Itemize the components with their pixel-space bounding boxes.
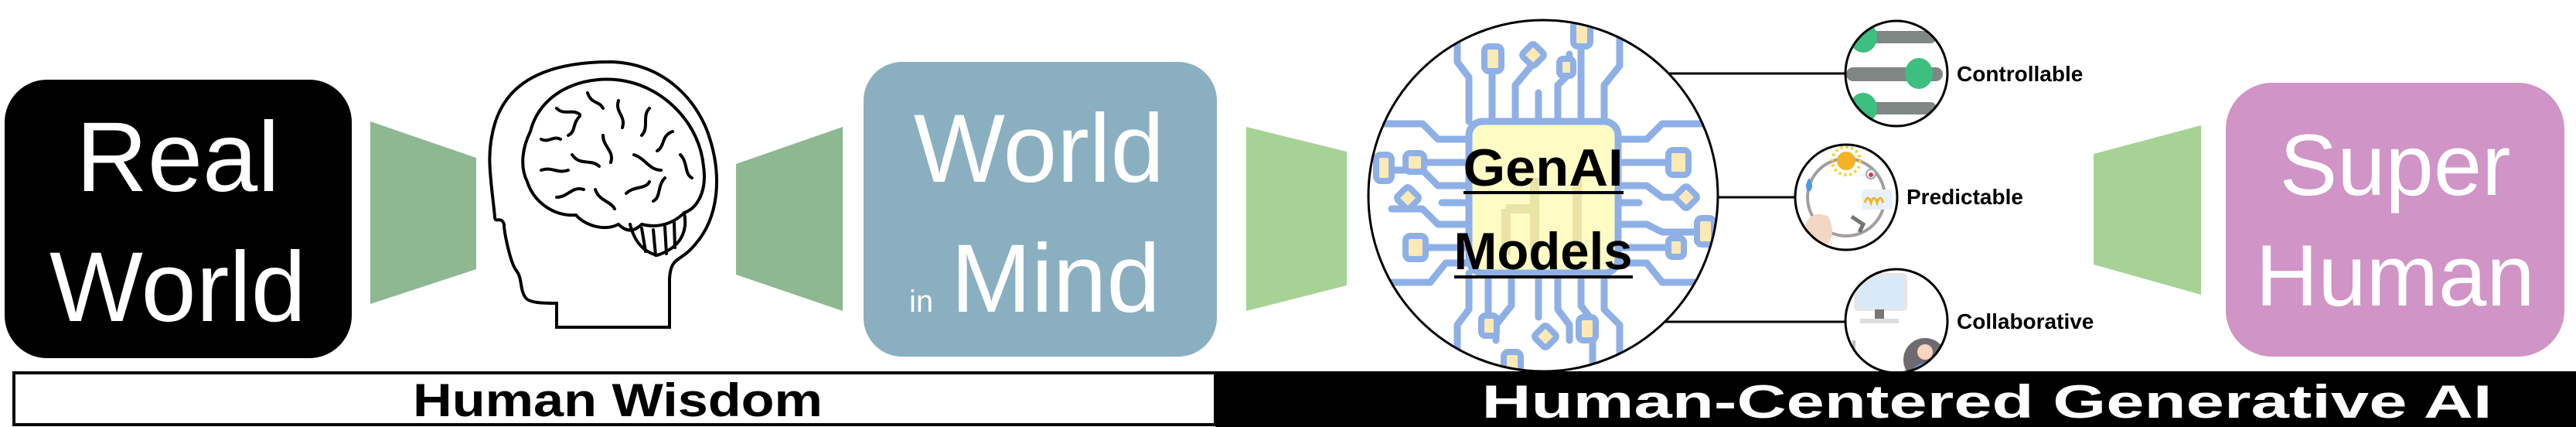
human-centered-genai-bar: Human-Centered Generative AI xyxy=(1215,371,2576,427)
real-world-box: Real World xyxy=(5,80,352,358)
property-collaborative: Collaborative xyxy=(1844,268,2094,374)
real-world-line1: Real xyxy=(76,102,279,213)
property-predictable: Predictable xyxy=(1794,143,2023,251)
human-wisdom-bar: Human Wisdom xyxy=(12,371,1217,426)
predictable-label: Predictable xyxy=(1906,185,2023,209)
circuit-icon xyxy=(1372,20,1717,371)
arrow-trapezoid-4 xyxy=(2094,125,2201,295)
world-in-mind-line1: World xyxy=(914,95,1164,203)
genai-label: GenAI xyxy=(1463,138,1624,197)
real-world-line2: World xyxy=(49,232,306,343)
arrow-trapezoid-2 xyxy=(736,127,843,311)
forecast-cycle-icon xyxy=(1805,145,1893,244)
controllable-label: Controllable xyxy=(1957,62,2083,86)
world-in-mind-box: World in Mind xyxy=(864,62,1217,357)
genai-models-circle: GenAI Models xyxy=(1367,19,1719,373)
super-human-line2: Human xyxy=(2255,227,2534,324)
super-human-line1: Super xyxy=(2280,117,2511,214)
arrow-trapezoid-3 xyxy=(1246,127,1347,311)
human-head-brain-icon xyxy=(488,60,718,329)
world-in-mind-small: in xyxy=(909,285,933,319)
human-wisdom-label: Human Wisdom xyxy=(413,374,823,426)
collaborative-label: Collaborative xyxy=(1957,309,2094,333)
slider-controls-icon xyxy=(1846,22,1943,124)
super-human-box: Super Human xyxy=(2226,83,2564,357)
models-label: Models xyxy=(1454,222,1633,281)
arrow-trapezoid-1 xyxy=(370,121,476,304)
world-in-mind-line2: Mind xyxy=(951,225,1160,333)
human-centered-genai-label: Human-Centered Generative AI xyxy=(1482,376,2493,427)
property-controllable: Controllable xyxy=(1844,19,2083,128)
